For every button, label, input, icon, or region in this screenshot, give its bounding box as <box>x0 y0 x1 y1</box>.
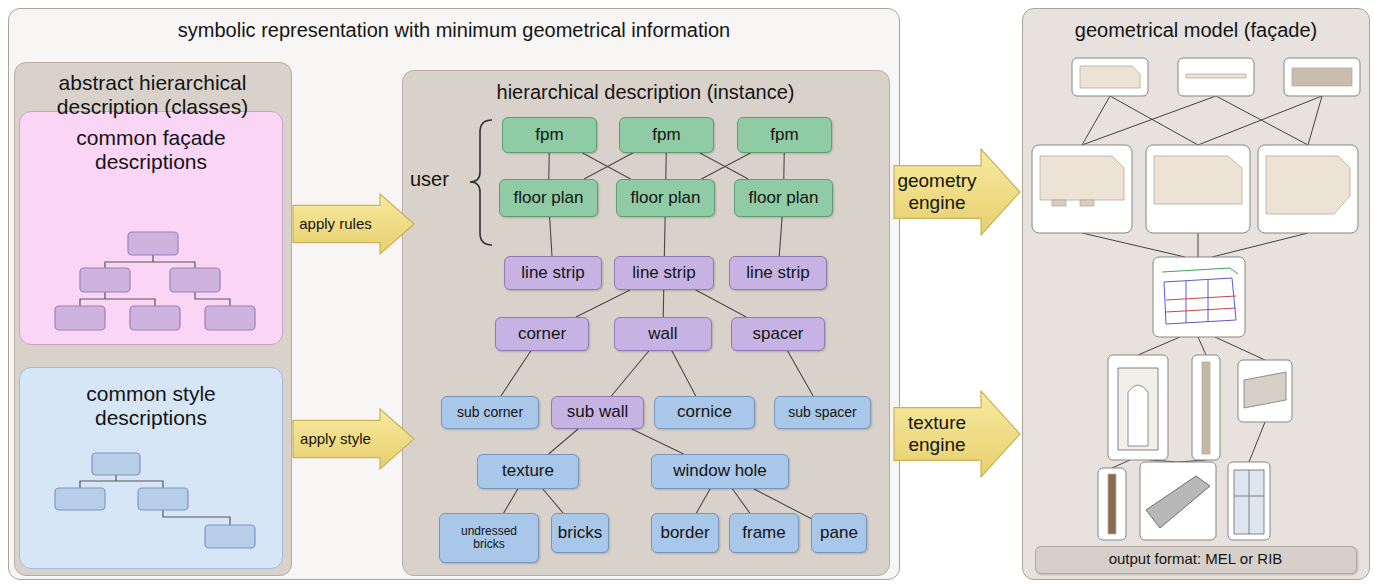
node-label: sub corner <box>457 405 523 420</box>
node-label: apply style <box>292 430 380 447</box>
process-arrow: apply style <box>292 408 415 470</box>
rule-box: wall <box>614 317 712 351</box>
style-box: border <box>651 513 719 553</box>
style-box: undressed bricks <box>439 513 539 563</box>
engine-arrow: texture engine <box>893 390 1021 478</box>
node-label: texture engine <box>893 412 981 456</box>
style-box: frame <box>729 513 799 553</box>
user-box: floor plan <box>616 179 715 217</box>
user-box: fpm <box>502 117 597 153</box>
node-label: line strip <box>521 264 584 283</box>
node-label: sub wall <box>567 403 628 422</box>
instance-panel: hierarchical description (instance) fpm fp… <box>402 70 890 576</box>
user-box: fpm <box>737 117 832 153</box>
style-box: cornice <box>654 396 755 429</box>
style-box: window hole <box>651 454 789 489</box>
rule-box: line strip <box>614 256 714 290</box>
user-box: fpm <box>619 117 714 153</box>
node-label: fpm <box>535 126 563 145</box>
node-label: wall <box>648 325 677 344</box>
style-box: sub spacer <box>774 396 871 429</box>
node-label: sub spacer <box>788 405 856 420</box>
process-arrow: apply rules <box>292 193 415 255</box>
output-format-box: output format: MEL or RIB <box>1035 546 1357 574</box>
rule-box: spacer <box>731 317 825 351</box>
node-label: cornice <box>677 403 732 422</box>
style-box: sub corner <box>441 396 539 429</box>
node-label: floor plan <box>514 189 584 208</box>
rule-box: corner <box>495 317 589 351</box>
engine-arrow: geometry engine <box>893 148 1021 236</box>
user-box: floor plan <box>499 179 598 217</box>
node-label: texture <box>502 462 554 481</box>
panel-heading: common style descriptions <box>70 382 232 430</box>
node-label: border <box>660 524 709 543</box>
node-label: frame <box>742 524 785 543</box>
arrow-outline <box>894 391 1020 477</box>
panel-heading: common façade descriptions <box>64 126 238 174</box>
node-label: pane <box>820 524 858 543</box>
node-label: geometry engine <box>893 170 981 214</box>
node-label: line strip <box>632 264 695 283</box>
panel-heading: abstract hierarchical description (class… <box>29 71 277 119</box>
arrow-outline <box>293 409 414 469</box>
panel-heading: geometrical model (façade) <box>1033 19 1359 42</box>
node-label: floor plan <box>631 189 701 208</box>
node-label: corner <box>518 325 566 344</box>
style-box: bricks <box>551 513 609 553</box>
user-box: floor plan <box>734 179 833 217</box>
node-label: output format: MEL or RIB <box>1109 551 1283 568</box>
rule-box: sub wall <box>551 396 644 429</box>
node-label: spacer <box>752 325 803 344</box>
arrow-outline <box>293 194 414 254</box>
node-label: fpm <box>770 126 798 145</box>
panel-heading: hierarchical description (instance) <box>413 81 879 104</box>
node-label: undressed bricks <box>454 525 524 551</box>
style-box: pane <box>811 513 867 553</box>
node-label: line strip <box>746 264 809 283</box>
style-box: texture <box>477 454 579 489</box>
panel-heading: symbolic representation with minimum geo… <box>19 19 889 42</box>
group-label: user <box>410 168 449 191</box>
node-label: window hole <box>673 462 767 481</box>
node-label: apply rules <box>292 215 380 232</box>
wireframe <box>1162 268 1238 324</box>
node-label: floor plan <box>749 189 819 208</box>
arrow-outline <box>894 149 1020 235</box>
rule-box: line strip <box>729 256 827 290</box>
node-label: fpm <box>652 126 680 145</box>
node-label: bricks <box>558 524 602 543</box>
rule-box: line strip <box>504 256 602 290</box>
